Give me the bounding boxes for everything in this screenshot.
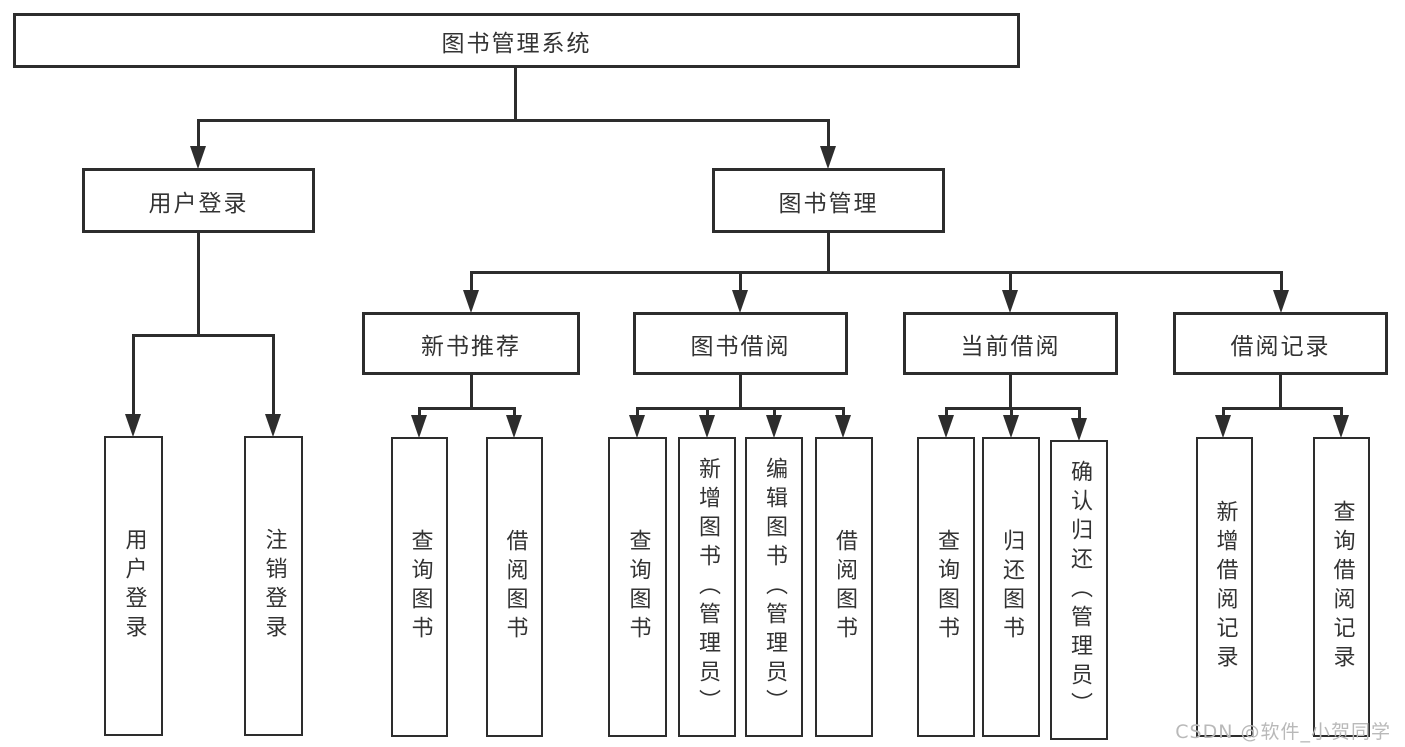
leaf-borrow-books-recommend: 借阅图书: [486, 437, 543, 737]
arrowhead-leaf: [835, 415, 851, 438]
leaf-label: 归还图书: [999, 529, 1024, 645]
leaf-borrow-books: 借阅图书: [815, 437, 873, 737]
connector-current-borrow-bar: [945, 407, 1081, 410]
leaf-label: 新增图书（管理员）: [695, 456, 720, 718]
csdn-watermark: CSDN @软件_小贺同学: [1175, 721, 1391, 743]
leaf-query-borrow-record: 查询借阅记录: [1313, 437, 1370, 737]
connector-leaf-stub: [636, 407, 639, 417]
node-label: 图书借阅: [690, 333, 791, 360]
leaf-add-books-admin: 新增图书（管理员）: [678, 437, 736, 737]
connector-book-management-bar: [470, 271, 1282, 274]
connector-to-user-login: [197, 119, 200, 147]
arrowhead-borrow-record: [1273, 290, 1289, 313]
leaf-label: 编辑图书（管理员）: [762, 456, 787, 718]
leaf-add-borrow-record: 新增借阅记录: [1196, 437, 1253, 737]
leaf-query-books-current: 查询图书: [917, 437, 975, 737]
leaf-return-books: 归还图书: [982, 437, 1040, 737]
arrowhead-leaf: [506, 415, 522, 438]
connector-book-borrow-stub: [739, 375, 742, 409]
node-borrow-record: 借阅记录: [1173, 312, 1388, 375]
node-current-borrow: 当前借阅: [903, 312, 1118, 375]
connector-to-logout-leaf: [272, 334, 275, 415]
arrowhead-leaf: [1333, 415, 1349, 438]
leaf-label: 借阅图书: [502, 529, 528, 645]
node-book-borrow: 图书借阅: [633, 312, 848, 375]
arrowhead-leaf: [1071, 418, 1087, 441]
connector-leaf-stub: [1010, 407, 1013, 417]
arrowhead-leaf: [411, 415, 427, 438]
arrowhead-new-book: [463, 290, 479, 313]
node-book-management: 图书管理: [712, 168, 945, 233]
leaf-query-books-borrow: 查询图书: [608, 437, 667, 737]
leaf-label: 借阅图书: [832, 529, 857, 645]
arrowhead-leaf: [699, 415, 715, 438]
connector-to-login-leaf: [132, 334, 135, 415]
connector-leaf-stub: [842, 407, 845, 417]
node-label: 借阅记录: [1230, 333, 1331, 360]
connector-leaf-stub: [1222, 407, 1225, 417]
arrowhead-book-management: [820, 146, 836, 169]
leaf-label: 确认归还（管理员）: [1067, 459, 1092, 721]
connector-leaf-stub: [945, 407, 948, 417]
leaf-logout: 注销登录: [244, 436, 303, 736]
node-new-book-recommend: 新书推荐: [362, 312, 580, 375]
connector-book-borrow-bar: [636, 407, 845, 410]
connector-to-borrow-record: [1280, 271, 1283, 292]
node-user-login: 用户登录: [82, 168, 315, 233]
connector-leaf-stub: [773, 407, 776, 417]
connector-root-stub: [514, 68, 517, 121]
connector-to-book-management: [827, 119, 830, 147]
arrowhead-leaf: [766, 415, 782, 438]
node-label: 用户登录: [148, 190, 249, 217]
arrowhead-leaf: [1215, 415, 1231, 438]
connector-leaf-stub: [1340, 407, 1343, 417]
connector-leaf-stub: [418, 407, 421, 417]
node-library-management-system: 图书管理系统: [13, 13, 1020, 68]
arrowhead-leaf: [938, 415, 954, 438]
node-label: 图书管理: [778, 190, 879, 217]
connector-leaf-stub: [1078, 407, 1081, 419]
leaf-label: 查询图书: [407, 529, 433, 645]
node-label: 当前借阅: [960, 333, 1061, 360]
arrowhead-login-leaf: [125, 414, 141, 437]
connector-new-book-stub: [470, 375, 473, 409]
arrowhead-user-login: [190, 146, 206, 169]
leaf-edit-books-admin: 编辑图书（管理员）: [745, 437, 803, 737]
arrowhead-book-borrow: [732, 290, 748, 313]
leaf-label: 新增借阅记录: [1212, 500, 1238, 674]
connector-leaf-stub: [706, 407, 709, 417]
connector-to-new-book: [470, 271, 473, 292]
connector-user-login-stub: [197, 233, 200, 335]
arrowhead-leaf: [629, 415, 645, 438]
arrowhead-logout-leaf: [265, 414, 281, 437]
connector-to-current-borrow: [1009, 271, 1012, 292]
leaf-label: 查询图书: [934, 529, 959, 645]
connector-to-book-borrow: [739, 271, 742, 292]
leaf-query-books-recommend: 查询图书: [391, 437, 448, 737]
node-label: 图书管理系统: [441, 30, 592, 57]
connector-borrow-record-bar: [1222, 407, 1343, 410]
connector-current-borrow-stub: [1009, 375, 1012, 409]
leaf-label: 用户登录: [121, 528, 147, 644]
connector-leaf-stub: [513, 407, 516, 417]
connector-book-management-stub: [827, 233, 830, 273]
connector-root-bar: [197, 119, 830, 122]
leaf-confirm-return-admin: 确认归还（管理员）: [1050, 440, 1108, 740]
connector-user-login-bar: [132, 334, 275, 337]
leaf-label: 注销登录: [261, 528, 287, 644]
node-label: 新书推荐: [421, 333, 521, 360]
arrowhead-leaf: [1003, 415, 1019, 438]
leaf-label: 查询借阅记录: [1329, 500, 1355, 674]
leaf-user-login: 用户登录: [104, 436, 163, 736]
connector-new-book-bar: [418, 407, 516, 410]
arrowhead-current-borrow: [1002, 290, 1018, 313]
connector-borrow-record-stub: [1279, 375, 1282, 409]
leaf-label: 查询图书: [625, 529, 651, 645]
